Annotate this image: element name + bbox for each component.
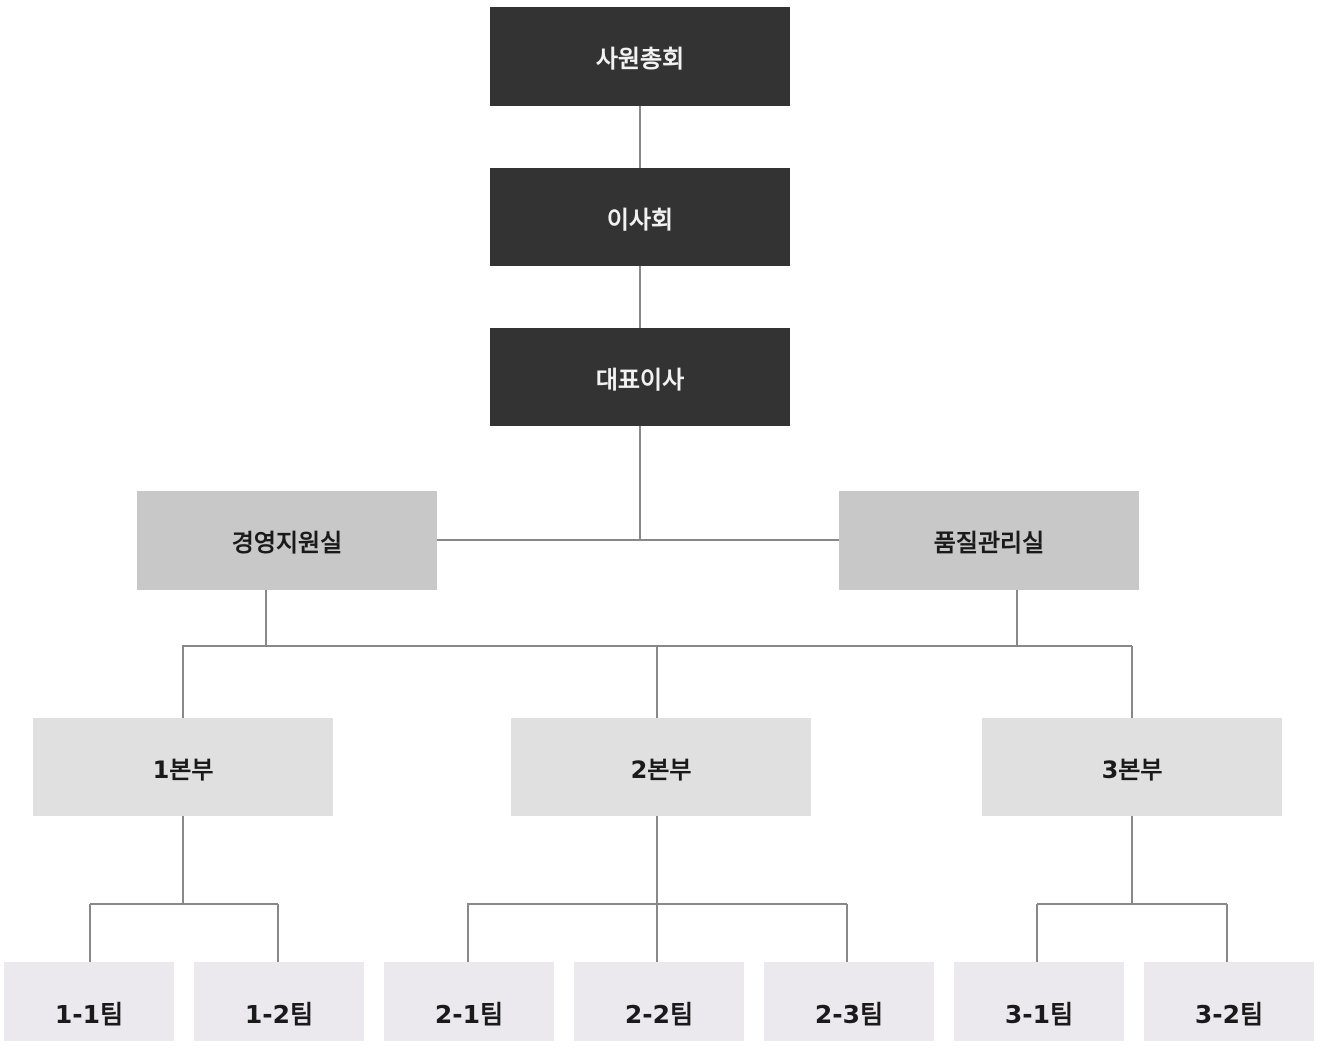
node-management-support: 경영지원실 [137, 491, 437, 590]
node-division-1: 1본부 [33, 718, 333, 816]
node-board-of-directors: 이사회 [490, 168, 790, 266]
node-division-3: 3본부 [982, 718, 1282, 816]
node-ceo: 대표이사 [490, 328, 790, 426]
node-label: 3본부 [1101, 755, 1163, 784]
node-label: 2-3팀 [814, 999, 884, 1029]
node-team-1-1: 1-1팀 [4, 962, 174, 1041]
node-label: 사원총회 [595, 45, 685, 73]
node-team-3-1: 3-1팀 [954, 962, 1124, 1041]
node-label: 1본부 [152, 755, 214, 784]
node-team-1-2: 1-2팀 [194, 962, 364, 1041]
node-team-2-3: 2-3팀 [764, 962, 934, 1041]
node-team-3-2: 3-2팀 [1144, 962, 1314, 1041]
node-general-meeting: 사원총회 [490, 7, 790, 106]
node-label: 3-1팀 [1004, 999, 1074, 1029]
node-label: 2-1팀 [434, 999, 504, 1029]
node-label: 1-2팀 [244, 999, 314, 1029]
node-label: 2본부 [630, 755, 692, 784]
node-label: 경영지원실 [231, 529, 343, 557]
node-label: 대표이사 [595, 365, 685, 394]
node-label: 2-2팀 [624, 999, 694, 1029]
node-label: 1-1팀 [54, 999, 124, 1029]
node-team-2-1: 2-1팀 [384, 962, 554, 1041]
node-label: 3-2팀 [1194, 999, 1264, 1029]
node-team-2-2: 2-2팀 [574, 962, 744, 1041]
node-quality-management: 품질관리실 [839, 491, 1139, 590]
node-label: 품질관리실 [933, 529, 1045, 557]
node-label: 이사회 [606, 205, 674, 234]
node-division-2: 2본부 [511, 718, 811, 816]
